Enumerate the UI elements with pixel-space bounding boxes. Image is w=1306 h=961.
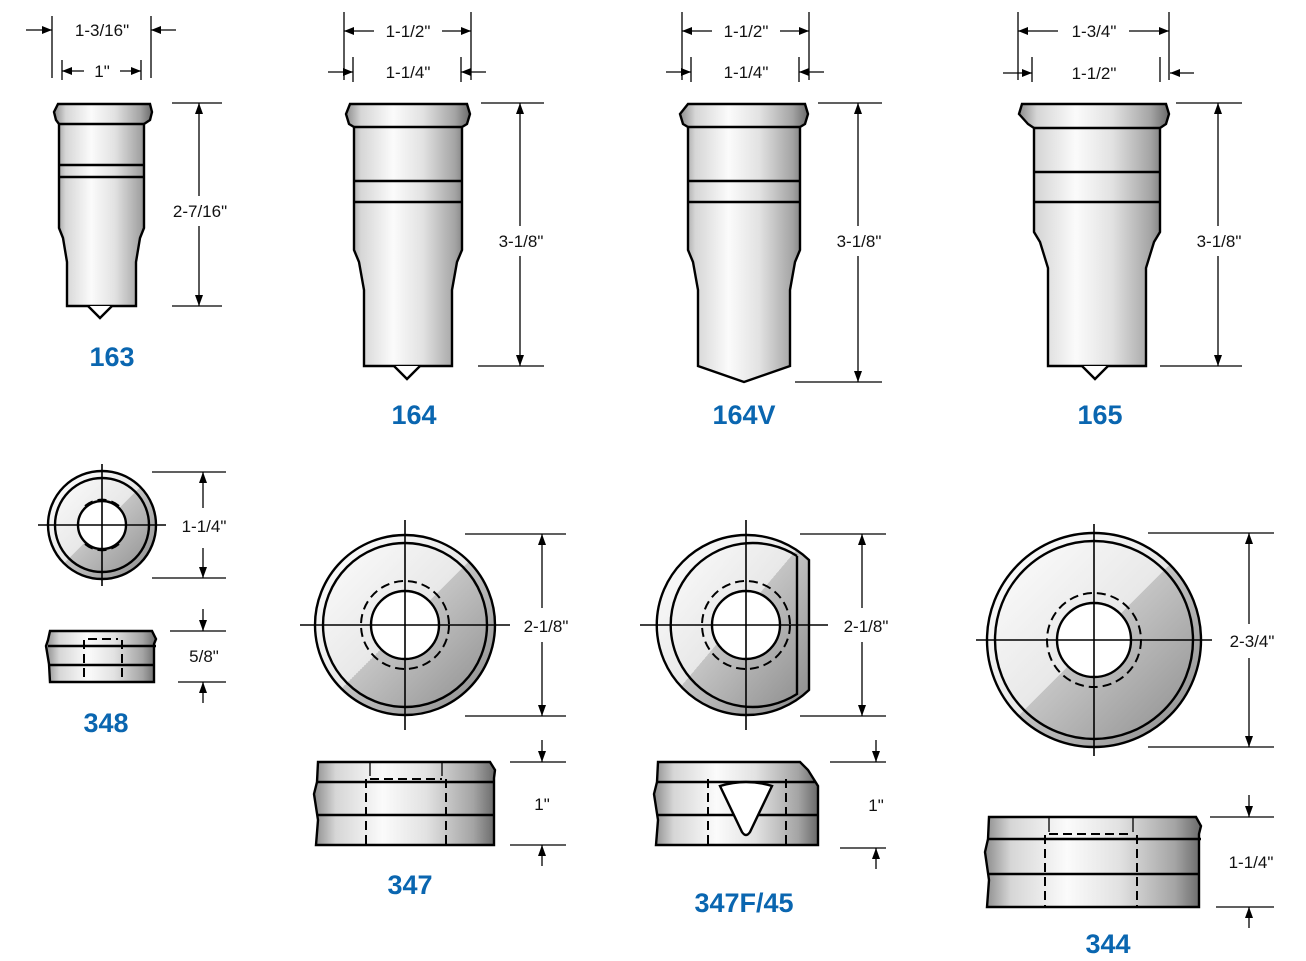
dimension-arrowhead — [872, 848, 880, 859]
die-347f45: 2-1/8" 1" 347F/45 — [640, 520, 888, 918]
punch-164-label: 164 — [391, 400, 436, 430]
die-348-diameter: 1-1/4" — [182, 517, 227, 536]
punch-164: 1-1/2" 1-1/4" 3-1/8" 164 — [328, 12, 544, 430]
dimension-arrowhead — [516, 103, 524, 114]
dimension-arrowhead — [516, 355, 524, 366]
dimension-arrowhead — [681, 68, 691, 76]
dimension-arrowhead — [195, 103, 203, 114]
die-347-height: 1" — [534, 795, 550, 814]
dimension-arrowhead — [343, 68, 353, 76]
punch-164-shank-width: 1-1/4" — [386, 63, 431, 82]
die-344-diameter: 2-3/4" — [1230, 632, 1275, 651]
punch-165-shank-width: 1-1/2" — [1072, 64, 1117, 83]
dimension-arrowhead — [42, 26, 52, 34]
punch-163-overall-width: 1-3/16" — [75, 21, 129, 40]
dimension-arrowhead — [461, 27, 471, 35]
punch-163-label: 163 — [89, 342, 134, 372]
dimension-arrowhead — [872, 751, 880, 762]
dimension-arrowhead — [538, 534, 546, 545]
dimension-arrowhead — [1214, 103, 1222, 114]
dimension-arrowhead — [854, 103, 862, 114]
die-347-diameter: 2-1/8" — [524, 617, 569, 636]
die-347f45-height: 1" — [868, 796, 884, 815]
punch-164-body — [344, 102, 472, 368]
die-347: 2-1/8" 1" 347 — [300, 520, 568, 900]
dimension-arrowhead — [1245, 806, 1253, 817]
punch-164v-length: 3-1/8" — [837, 232, 882, 251]
die-344-side — [983, 815, 1203, 909]
punch-164v-label: 164V — [712, 400, 775, 430]
punch-164v: 1-1/2" 1-1/4" 3-1/8" 164V — [666, 12, 882, 430]
die-347f45-inner-ring — [669, 541, 799, 709]
dimension-arrowhead — [1214, 355, 1222, 366]
dimension-arrowhead — [799, 27, 809, 35]
dimension-arrowhead — [799, 68, 809, 76]
die-347f45-diameter: 2-1/8" — [844, 617, 889, 636]
die-347-side — [312, 760, 497, 847]
punch-164v-body — [678, 102, 810, 384]
dimension-arrowhead — [199, 472, 207, 483]
punch-163-length: 2-7/16" — [173, 202, 227, 221]
dimension-arrowhead — [1170, 69, 1180, 77]
punch-164-length: 3-1/8" — [499, 232, 544, 251]
dimension-arrowhead — [195, 295, 203, 306]
die-348: 1-1/4" 5/8" 348 — [38, 464, 226, 738]
punch-165-length: 3-1/8" — [1197, 232, 1242, 251]
dimension-arrowhead — [682, 27, 692, 35]
die-344-height: 1-1/4" — [1229, 853, 1274, 872]
dimension-arrowhead — [62, 67, 72, 75]
punch-163-point — [87, 305, 113, 320]
dimension-arrowhead — [858, 705, 866, 716]
dimension-arrowhead — [854, 371, 862, 382]
punch-165-point — [1081, 365, 1109, 381]
dimension-arrowhead — [1022, 69, 1032, 77]
punch-163: 1-3/16" 1" 2-7/16" 163 — [26, 16, 227, 372]
dimension-arrowhead — [1245, 533, 1253, 544]
dimension-arrowhead — [131, 67, 141, 75]
dimension-arrowhead — [1159, 27, 1169, 35]
dimension-arrowhead — [199, 567, 207, 578]
dimension-arrowhead — [344, 27, 354, 35]
dimension-arrowhead — [858, 534, 866, 545]
dimension-arrowhead — [461, 68, 471, 76]
punch-165-label: 165 — [1077, 400, 1122, 430]
dimension-arrowhead — [1018, 27, 1028, 35]
die-348-label: 348 — [83, 708, 128, 738]
punch-165-overall-width: 1-3/4" — [1072, 22, 1117, 41]
die-348-side — [44, 629, 158, 684]
die-347f45-triangle-opening — [718, 780, 774, 837]
dimension-arrowhead — [538, 705, 546, 716]
die-348-height: 5/8" — [189, 647, 219, 666]
die-347f45-label: 347F/45 — [694, 888, 793, 918]
dimension-arrowhead — [199, 620, 207, 631]
dimension-arrowhead — [538, 751, 546, 762]
punch-164-point — [393, 365, 421, 381]
punch-164v-shank-width: 1-1/4" — [724, 63, 769, 82]
punch-164v-overall-width: 1-1/2" — [724, 22, 769, 41]
dimension-arrowhead — [1245, 736, 1253, 747]
punch-164-overall-width: 1-1/2" — [386, 22, 431, 41]
die-344: 2-3/4" 1-1/4" 344 — [976, 524, 1274, 959]
dimension-arrowhead — [199, 682, 207, 693]
die-344-label: 344 — [1085, 929, 1130, 959]
dimension-arrowhead — [151, 26, 161, 34]
punch-163-body — [52, 102, 154, 308]
dimension-arrowhead — [1245, 907, 1253, 918]
dimension-arrowhead — [538, 845, 546, 856]
punch-163-shank-width: 1" — [94, 62, 110, 81]
punch-165-body — [1017, 102, 1171, 368]
die-347-label: 347 — [387, 870, 432, 900]
punch-165: 1-3/4" 1-1/2" 3-1/8" 165 — [1003, 12, 1242, 430]
